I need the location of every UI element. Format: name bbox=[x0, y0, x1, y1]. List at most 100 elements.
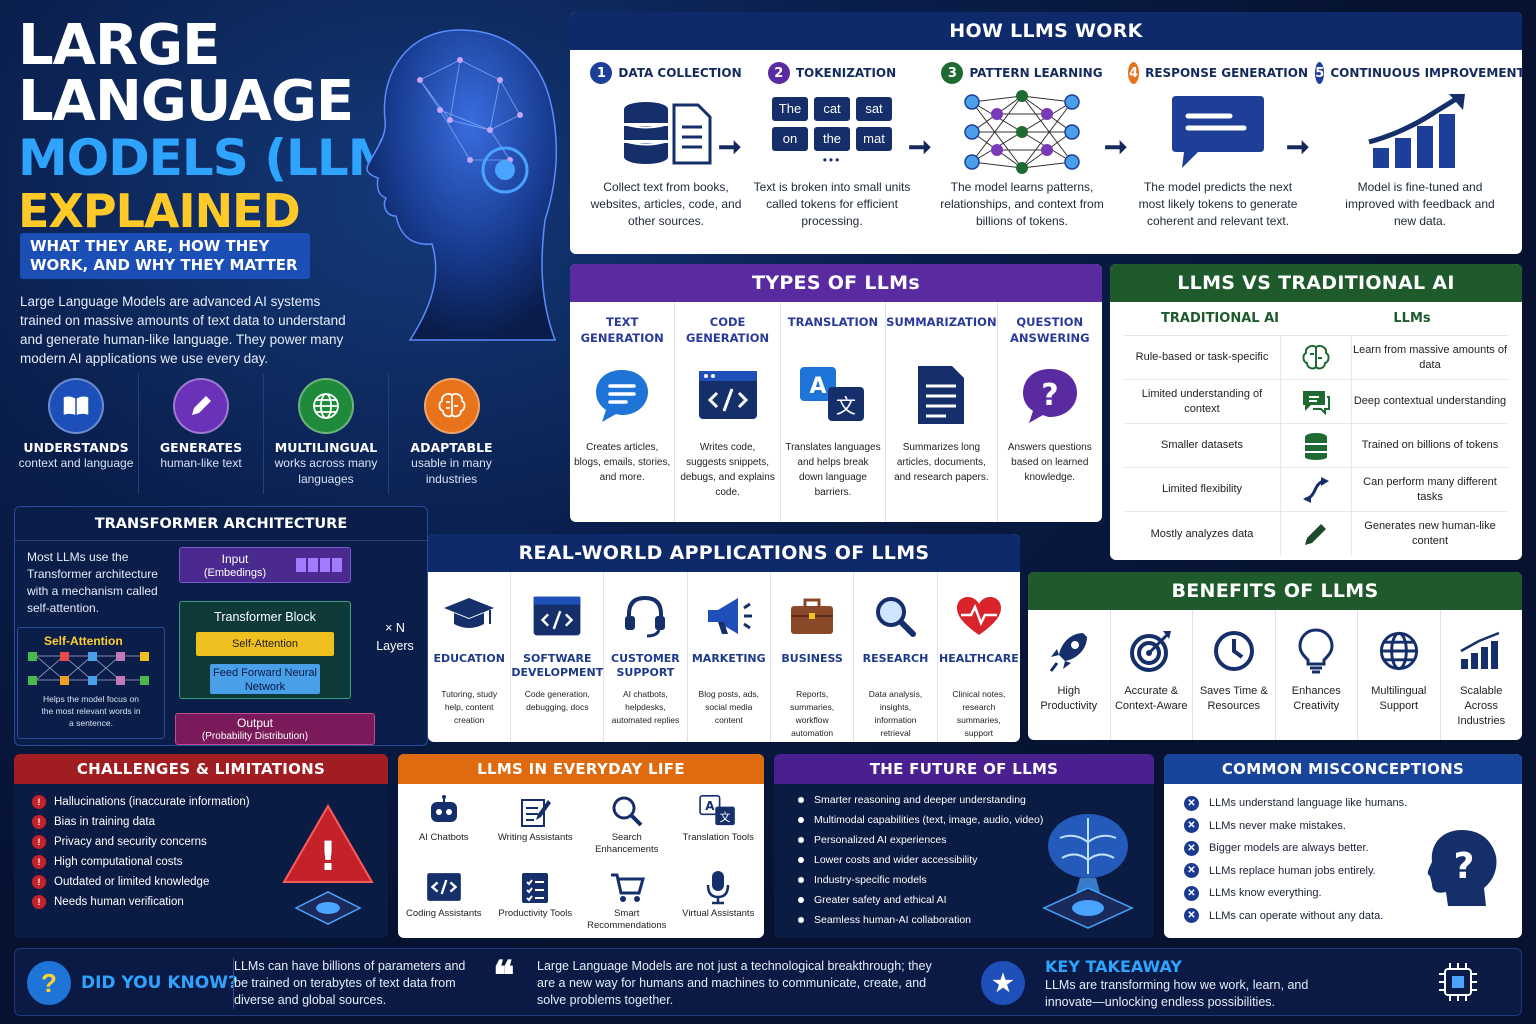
app-desc: Clinical notes, research summaries, supp… bbox=[952, 689, 1006, 738]
vs-header: TRADITIONAL AI LLMs bbox=[1124, 302, 1508, 336]
misconception-text: LLMs know everything. bbox=[1209, 887, 1322, 900]
everyday-item: AI Chatbots bbox=[398, 788, 490, 864]
misconceptions-panel: COMMON MISCONCEPTIONS ✕ LLMs understand l… bbox=[1164, 754, 1522, 938]
svg-text:A: A bbox=[809, 374, 826, 399]
misconception-text: LLMs replace human jobs entirely. bbox=[1209, 864, 1376, 877]
step-title: RESPONSE GENERATION bbox=[1145, 66, 1308, 80]
chat-icon bbox=[1280, 380, 1352, 423]
app-customer-support: CUSTOMER SUPPORT AI chatbots, helpdesks,… bbox=[604, 572, 688, 742]
step-number: 5 bbox=[1315, 62, 1325, 84]
app-title: CUSTOMER SUPPORT bbox=[611, 652, 680, 679]
embedding-cells bbox=[296, 558, 342, 572]
misconceptions-list: ✕LLMs understand language like humans. ✕… bbox=[1164, 792, 1522, 927]
database-icon bbox=[1280, 424, 1352, 467]
token: mat bbox=[856, 126, 892, 151]
feature-title: MULTILINGUAL bbox=[274, 440, 378, 455]
step-desc: Model is fine-tuned and improved with fe… bbox=[1345, 180, 1495, 228]
feature-adaptable: ADAPTABLE usable in many industries bbox=[389, 374, 514, 494]
benefit-productivity: High Productivity bbox=[1028, 610, 1111, 740]
challenge-item: !Hallucinations (inaccurate information) bbox=[14, 792, 388, 812]
hero-title: LARGE LANGUAGE MODELS (LLMs) EXPLAINED bbox=[18, 18, 448, 238]
x-icon: ✕ bbox=[1184, 795, 1199, 811]
type-desc: Answers questions based on learned knowl… bbox=[1007, 442, 1092, 483]
neural-network-icon bbox=[932, 84, 1112, 179]
challenge-text: Hallucinations (inaccurate information) bbox=[54, 796, 250, 808]
step-continuous-improvement: 5 CONTINUOUS IMPROVEMENT Model is fine-tu… bbox=[1315, 62, 1522, 230]
step-desc: Collect text from books, websites, artic… bbox=[590, 180, 742, 228]
step-number: 2 bbox=[767, 62, 790, 84]
warning-chip-illustration: ! bbox=[282, 804, 374, 925]
key-takeaway-title: KEY TAKEAWAY bbox=[1045, 957, 1182, 976]
challenge-item: !High computational costs bbox=[14, 852, 388, 872]
vs-traditional-text: Smaller datasets bbox=[1161, 439, 1243, 451]
vs-row: Limited understanding of context Deep co… bbox=[1124, 380, 1508, 424]
step-title: CONTINUOUS IMPROVEMENT bbox=[1330, 66, 1522, 80]
vs-traditional-text: Mostly analyzes data bbox=[1150, 527, 1254, 540]
n-layers-label: × N Layers bbox=[376, 621, 414, 653]
future-item: Smarter reasoning and deeper understandi… bbox=[774, 790, 1154, 810]
footer-bar: ? DID YOU KNOW? LLMs can have billions o… bbox=[14, 948, 1522, 1016]
pen-icon bbox=[1280, 512, 1352, 556]
everyday-label: AI Chatbots bbox=[418, 832, 469, 843]
benefit-label: Scalable Across Industries bbox=[1457, 685, 1506, 727]
vs-traditional-text: Limited flexibility bbox=[1161, 483, 1243, 495]
code-icon bbox=[426, 866, 462, 908]
benefit-scalable: Scalable Across Industries bbox=[1441, 610, 1523, 740]
everyday-label: Writing Assistants bbox=[497, 832, 573, 843]
chat-bubble-icon bbox=[570, 350, 674, 440]
everyday-title: LLMS IN EVERYDAY LIFE bbox=[398, 754, 764, 784]
headset-icon bbox=[604, 588, 686, 644]
growth-chart-icon bbox=[1330, 84, 1510, 179]
code-window-icon bbox=[511, 588, 603, 644]
vs-row: Mostly analyzes data Generates new human… bbox=[1124, 512, 1508, 556]
hero-subtitle: WHAT THEY ARE, HOW THEY WORK, AND WHY TH… bbox=[20, 233, 310, 279]
globe-icon bbox=[298, 378, 354, 434]
question-circle-icon: ? bbox=[27, 961, 71, 1005]
hero-title-line4: EXPLAINED bbox=[18, 184, 301, 238]
everyday-item: Productivity Tools bbox=[490, 864, 582, 938]
future-item: Personalized AI experiences bbox=[774, 830, 1154, 850]
type-desc: Summarizes long articles, documents, and… bbox=[894, 442, 989, 483]
type-summarization: SUMMARIZATION Summarizes long articles, … bbox=[886, 302, 998, 522]
svg-text:文: 文 bbox=[720, 810, 731, 824]
type-title: TEXT GENERATION bbox=[580, 315, 664, 345]
app-title: HEALTHCARE bbox=[939, 652, 1019, 665]
type-desc: Writes code, suggests snippets, debugs, … bbox=[680, 442, 775, 498]
everyday-item: Coding Assistants bbox=[398, 864, 490, 938]
head-question-icon: ? bbox=[1427, 830, 1497, 906]
output-box: Output (Probability Distribution) bbox=[175, 713, 375, 745]
warning-icon: ! bbox=[32, 815, 46, 829]
lightbulb-icon bbox=[1276, 624, 1358, 678]
vs-title: LLMS VS TRADITIONAL AI bbox=[1110, 264, 1522, 302]
future-list: Smarter reasoning and deeper understandi… bbox=[774, 790, 1154, 930]
benefit-multilingual: Multilingual Support bbox=[1358, 610, 1441, 740]
growth-chart-icon bbox=[1441, 624, 1523, 678]
clock-icon bbox=[1193, 624, 1275, 678]
arrow-right-icon: ➞ bbox=[1104, 131, 1128, 162]
challenge-text: Outdated or limited knowledge bbox=[54, 876, 210, 888]
transformer-block-label: Transformer Block bbox=[214, 610, 316, 624]
brain-icon bbox=[423, 378, 480, 434]
misconception-text: LLMs can operate without any data. bbox=[1209, 909, 1384, 922]
feature-desc: usable in many industries bbox=[411, 456, 492, 486]
search-icon bbox=[610, 790, 644, 832]
benefit-accurate: Accurate & Context-Aware bbox=[1111, 610, 1193, 740]
robot-icon bbox=[427, 790, 461, 832]
vs-llm-text: Generates new human-like content bbox=[1364, 520, 1496, 547]
document-icon bbox=[886, 350, 996, 440]
target-icon bbox=[1111, 624, 1193, 678]
feature-understands: UNDERSTANDS context and language bbox=[14, 374, 139, 494]
types-title: TYPES OF LLMs bbox=[570, 264, 1102, 302]
token: The bbox=[772, 96, 808, 121]
how-llms-work-title: HOW LLMS WORK bbox=[570, 12, 1522, 50]
step-number: 4 bbox=[1128, 62, 1140, 84]
misconception-text: LLMs understand language like humans. bbox=[1209, 797, 1408, 810]
misconceptions-title: COMMON MISCONCEPTIONS bbox=[1164, 754, 1522, 784]
everyday-label: Virtual Assistants bbox=[682, 908, 755, 919]
svg-text:文: 文 bbox=[836, 394, 856, 418]
app-desc: Tutoring, study help, content creation bbox=[441, 689, 498, 725]
challenges-list: !Hallucinations (inaccurate information)… bbox=[14, 792, 388, 912]
self-attention-box: Self-Attention bbox=[196, 632, 334, 656]
